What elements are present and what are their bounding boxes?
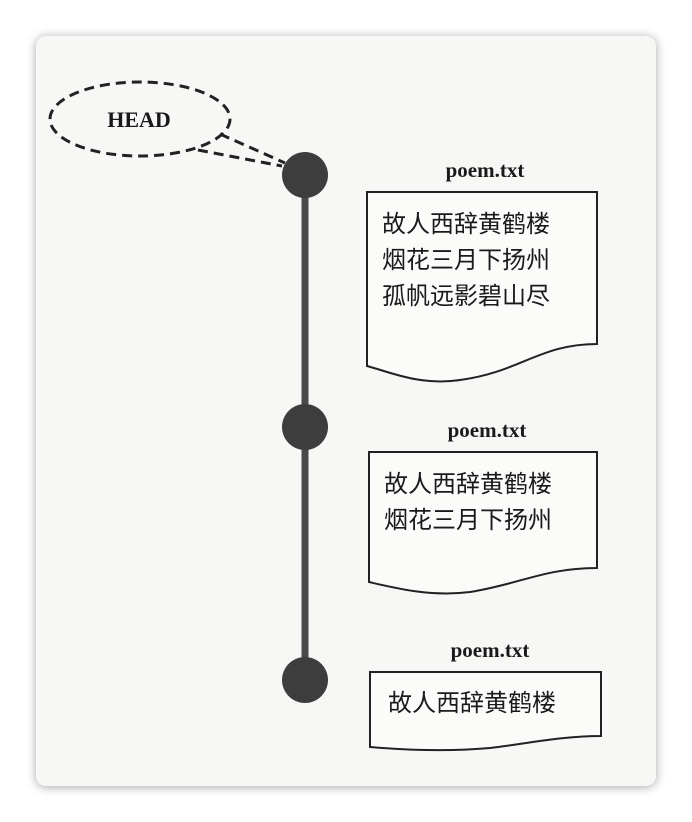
poem-line: 故人西辞黄鹤楼 [382, 210, 550, 238]
document-outline [368, 451, 598, 595]
commit-node-3[interactable] [282, 657, 328, 703]
poem-line: 故人西辞黄鹤楼 [384, 470, 552, 498]
head-pointer [197, 132, 286, 168]
file-name: poem.txt [451, 638, 530, 662]
document-outline [369, 671, 602, 752]
file-snapshot-1: poem.txt 故人西辞黄鹤楼 烟花三月下扬州 孤帆远影碧山尽 [366, 158, 598, 383]
commit-node-2[interactable] [282, 404, 328, 450]
head-label: HEAD [107, 107, 171, 132]
poem-line: 孤帆远影碧山尽 [382, 282, 550, 310]
document-outline [366, 191, 598, 383]
poem-line: 烟花三月下扬州 [384, 506, 552, 534]
commit-node-1[interactable] [282, 152, 328, 198]
file-name: poem.txt [446, 158, 525, 182]
poem-line: 故人西辞黄鹤楼 [388, 689, 556, 717]
head-bubble [48, 80, 232, 158]
head-callout: HEAD [48, 80, 286, 168]
file-snapshot-3: poem.txt 故人西辞黄鹤楼 [369, 638, 602, 752]
diagram-card [36, 36, 656, 786]
poem-line: 烟花三月下扬州 [382, 246, 550, 274]
file-name: poem.txt [448, 418, 527, 442]
file-snapshot-2: poem.txt 故人西辞黄鹤楼 烟花三月下扬州 [368, 418, 598, 595]
